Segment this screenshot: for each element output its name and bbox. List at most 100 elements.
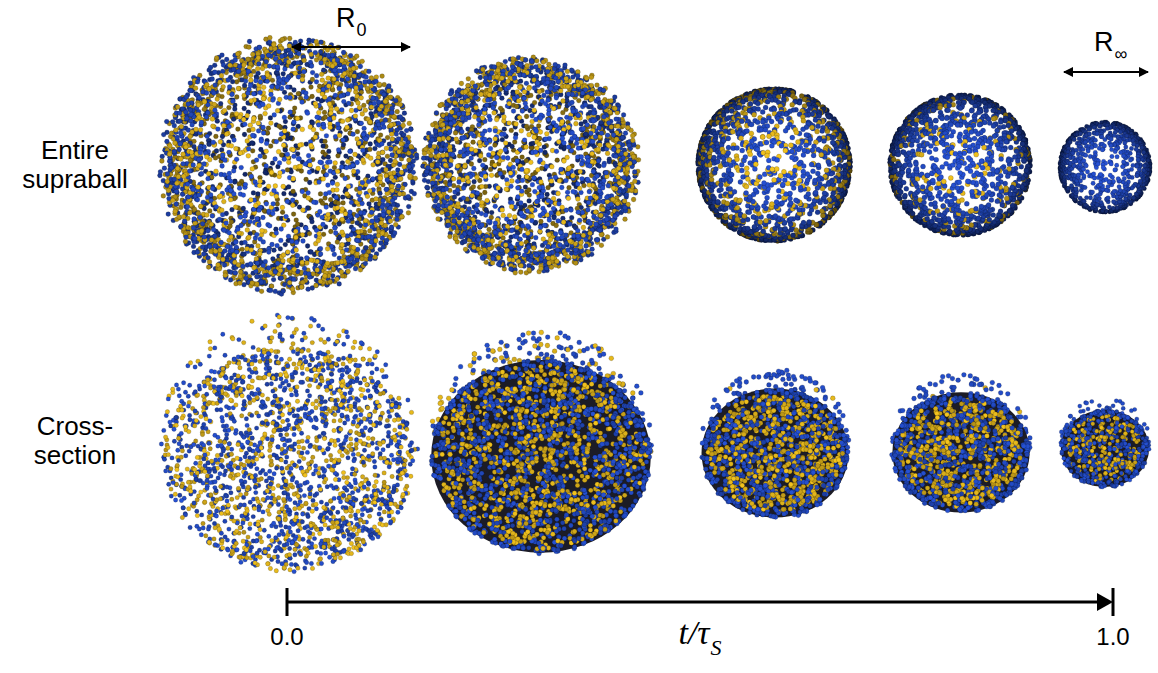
particle bbox=[220, 69, 225, 74]
particle bbox=[247, 39, 252, 44]
particle bbox=[301, 280, 306, 285]
particle bbox=[403, 137, 408, 142]
particle bbox=[280, 210, 285, 215]
particle bbox=[332, 165, 337, 170]
particle bbox=[258, 114, 263, 119]
particle bbox=[255, 287, 260, 292]
particle bbox=[368, 257, 373, 262]
particle bbox=[358, 267, 363, 272]
particle-spheres bbox=[158, 35, 1153, 574]
particle bbox=[413, 176, 418, 181]
particle bbox=[166, 188, 171, 193]
particle bbox=[307, 180, 312, 185]
particle bbox=[394, 132, 399, 137]
particle bbox=[320, 201, 325, 206]
particle bbox=[250, 281, 255, 286]
particle bbox=[397, 162, 402, 167]
particle bbox=[218, 248, 223, 253]
particle bbox=[160, 159, 165, 164]
particle bbox=[287, 43, 292, 48]
particle bbox=[329, 203, 334, 208]
particle bbox=[380, 74, 385, 79]
particle bbox=[213, 244, 218, 249]
particle bbox=[367, 202, 372, 207]
particle bbox=[319, 40, 324, 45]
particle bbox=[325, 48, 330, 53]
particle bbox=[384, 238, 389, 243]
particle bbox=[262, 155, 267, 160]
particle bbox=[242, 106, 247, 111]
particle bbox=[326, 155, 331, 160]
particle bbox=[384, 108, 389, 113]
particle bbox=[328, 197, 333, 202]
particle bbox=[414, 153, 419, 158]
particle bbox=[200, 221, 205, 226]
particle bbox=[239, 258, 244, 263]
particle bbox=[227, 105, 232, 110]
particle bbox=[339, 270, 344, 275]
particle bbox=[407, 121, 412, 126]
particle bbox=[333, 175, 338, 180]
particle bbox=[281, 71, 286, 76]
particle bbox=[352, 74, 357, 79]
particle bbox=[195, 79, 200, 84]
particle bbox=[180, 192, 185, 197]
particle bbox=[208, 244, 213, 249]
particle bbox=[244, 276, 249, 281]
particle bbox=[328, 229, 333, 234]
particle bbox=[355, 251, 360, 256]
particle bbox=[350, 97, 355, 102]
particle bbox=[221, 63, 226, 68]
particle bbox=[169, 165, 174, 170]
particle bbox=[223, 273, 228, 278]
particle bbox=[187, 210, 192, 215]
particle bbox=[295, 222, 300, 227]
particle bbox=[279, 276, 284, 281]
particle bbox=[271, 277, 276, 282]
particle bbox=[188, 108, 193, 113]
particle bbox=[336, 153, 341, 158]
particle bbox=[373, 255, 378, 260]
particle bbox=[385, 135, 390, 140]
particle bbox=[213, 156, 218, 161]
particle bbox=[395, 217, 400, 222]
particle bbox=[353, 266, 358, 271]
particle bbox=[398, 209, 403, 214]
particle bbox=[348, 53, 353, 58]
particle bbox=[255, 282, 260, 287]
particle bbox=[309, 250, 314, 255]
particle bbox=[381, 157, 386, 162]
particle bbox=[173, 209, 178, 214]
particle bbox=[237, 281, 242, 286]
particle bbox=[213, 234, 218, 239]
particle bbox=[229, 220, 234, 225]
particle bbox=[392, 231, 397, 236]
particle bbox=[182, 219, 187, 224]
particle bbox=[255, 274, 260, 279]
particle bbox=[188, 134, 193, 139]
particle bbox=[256, 71, 261, 76]
particle bbox=[214, 149, 219, 154]
particle bbox=[406, 210, 411, 215]
particle bbox=[164, 119, 169, 124]
particle bbox=[272, 248, 277, 253]
particle bbox=[264, 59, 269, 64]
particle bbox=[273, 289, 278, 294]
particle bbox=[379, 241, 384, 246]
particle bbox=[293, 40, 298, 45]
particle bbox=[322, 110, 327, 115]
particle bbox=[401, 153, 406, 158]
particle bbox=[398, 102, 403, 107]
particle bbox=[271, 256, 276, 261]
particle bbox=[177, 215, 182, 220]
particle bbox=[192, 144, 197, 149]
particle bbox=[283, 242, 288, 247]
particle bbox=[407, 164, 412, 169]
particle bbox=[406, 151, 411, 156]
particle bbox=[406, 204, 411, 209]
particle bbox=[161, 132, 166, 137]
particle bbox=[285, 168, 290, 173]
particle bbox=[305, 244, 310, 249]
particle bbox=[214, 134, 219, 139]
particle bbox=[183, 239, 188, 244]
